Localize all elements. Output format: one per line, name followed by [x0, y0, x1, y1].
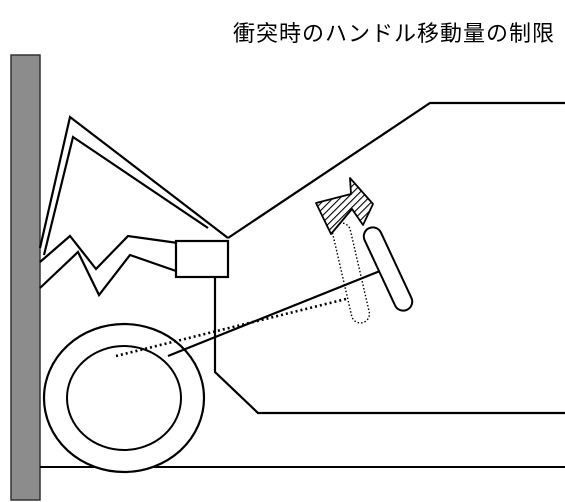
front-tire-inner — [66, 345, 182, 451]
crushed-front-upper — [39, 234, 179, 271]
car-floor-line — [213, 277, 565, 415]
crushed-hood-outline — [38, 115, 229, 249]
steering-column-moved — [167, 269, 381, 358]
engine-block — [174, 239, 230, 279]
movement-limit-arrow — [315, 177, 374, 235]
crushed-front-lower — [39, 250, 177, 298]
diagram-title: 衝突時のハンドル移動量の制限 — [232, 22, 555, 47]
steering-wheel-moved — [362, 226, 414, 312]
barrier-wall — [10, 54, 41, 501]
crushed-hood-inner — [42, 135, 209, 256]
car-roof-line — [227, 101, 565, 239]
